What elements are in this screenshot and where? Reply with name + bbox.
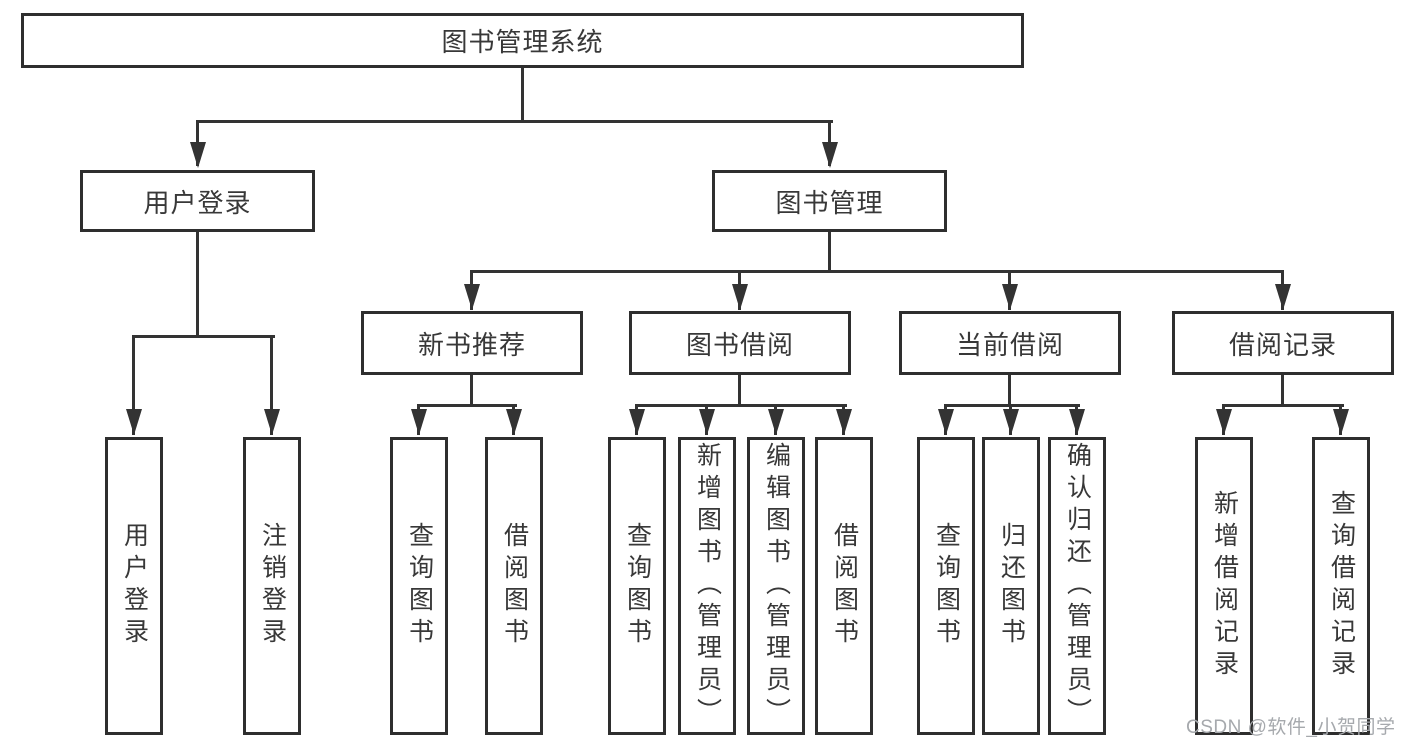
leaf-current-query-books: 查询图书 [917,437,975,735]
arrowhead-leaf-logout [264,409,280,435]
connector-recommend-bar [417,404,517,407]
leaf-borrow-borrow-books: 借阅图书 [815,437,873,735]
leaf-logout: 注销登录 [243,437,301,735]
connector-root-stem [521,68,524,123]
arrowhead-book-management [822,142,838,168]
arrowhead-user-login [190,142,206,168]
node-new-book-recommend: 新书推荐 [361,311,583,375]
node-book-management-label: 图书管理 [775,187,884,218]
node-root: 图书管理系统 [21,13,1024,68]
arrowhead-book-borrow [732,284,748,310]
leaf-logout-label: 注销登录 [258,522,287,650]
leaf-return-book: 归还图书 [982,437,1040,735]
arrowhead-current-query [938,409,954,435]
leaf-edit-book-admin-label: 编辑图书（管理员） [762,442,791,730]
leaf-add-book-admin: 新增图书（管理员） [678,437,736,735]
leaf-borrow-query-books: 查询图书 [608,437,666,735]
connector-records-stem [1281,375,1284,407]
connector-login-bar [132,335,275,338]
arrowhead-recommend-query [411,409,427,435]
node-borrow-records: 借阅记录 [1172,311,1394,375]
arrowhead-add-book [699,409,715,435]
node-book-management: 图书管理 [712,170,947,232]
leaf-return-book-label: 归还图书 [997,522,1026,650]
arrowhead-new-book-recommend [464,284,480,310]
leaf-add-borrow-record-label: 新增借阅记录 [1210,490,1239,682]
leaf-recommend-query-books-label: 查询图书 [405,522,434,650]
leaf-borrow-borrow-books-label: 借阅图书 [830,522,859,650]
arrowhead-borrow-records [1275,284,1291,310]
arrowhead-add-record [1216,409,1232,435]
leaf-edit-book-admin: 编辑图书（管理员） [747,437,805,735]
leaf-recommend-borrow-books: 借阅图书 [485,437,543,735]
connector-current-stem [1008,375,1011,407]
leaf-borrow-query-books-label: 查询图书 [623,522,652,650]
leaf-confirm-return-admin-label: 确认归还（管理员） [1063,442,1092,730]
node-user-login: 用户登录 [80,170,315,232]
node-book-borrow-label: 图书借阅 [685,329,794,360]
connector-login-stem [196,232,199,338]
arrowhead-confirm-return [1069,409,1085,435]
arrowhead-edit-book [768,409,784,435]
leaf-confirm-return-admin: 确认归还（管理员） [1048,437,1106,735]
node-current-borrow-label: 当前借阅 [955,329,1064,360]
node-borrow-records-label: 借阅记录 [1228,329,1337,360]
connector-borrow-stem [738,375,741,407]
leaf-add-book-admin-label: 新增图书（管理员） [693,442,722,730]
node-new-book-recommend-label: 新书推荐 [417,329,526,360]
arrowhead-query-record [1333,409,1349,435]
node-current-borrow: 当前借阅 [899,311,1121,375]
leaf-add-borrow-record: 新增借阅记录 [1195,437,1253,735]
arrowhead-leaf-user-login [126,409,142,435]
leaf-current-query-books-label: 查询图书 [932,522,961,650]
arrowhead-borrow-borrow [836,409,852,435]
connector-login-drop-1 [132,335,135,435]
connector-login-drop-2 [270,335,273,435]
leaf-recommend-borrow-books-label: 借阅图书 [500,522,529,650]
arrowhead-return-book [1003,409,1019,435]
connector-records-bar [1222,404,1344,407]
connector-management-bar [470,270,1283,273]
leaf-recommend-query-books: 查询图书 [390,437,448,735]
connector-recommend-stem [470,375,473,407]
leaf-user-login-label: 用户登录 [120,522,149,650]
node-root-label: 图书管理系统 [441,27,604,57]
arrowhead-recommend-borrow [506,409,522,435]
leaf-query-borrow-record-label: 查询借阅记录 [1327,490,1356,682]
arrowhead-current-borrow [1002,284,1018,310]
arrowhead-borrow-query [629,409,645,435]
csdn-watermark: CSDN @软件_小贺同学 [1186,717,1396,738]
connector-current-bar [944,404,1080,407]
leaf-query-borrow-record: 查询借阅记录 [1312,437,1370,735]
leaf-user-login: 用户登录 [105,437,163,735]
connector-borrow-bar [635,404,847,407]
connector-management-stem [828,232,831,273]
node-user-login-label: 用户登录 [143,187,252,218]
node-book-borrow: 图书借阅 [629,311,851,375]
connector-root-bar [196,120,833,123]
